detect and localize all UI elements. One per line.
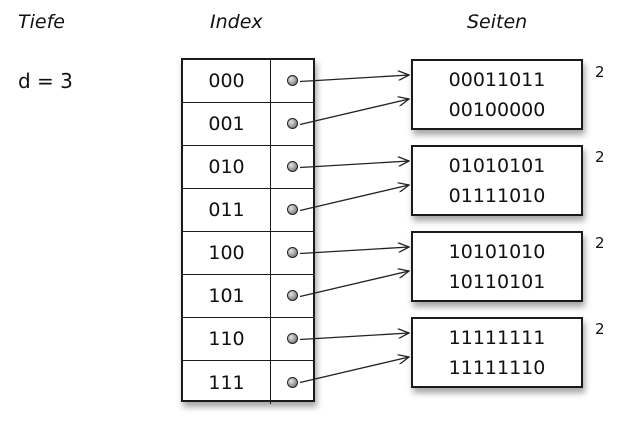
pointer-arrow: [299, 75, 409, 83]
pointer-arrow: [299, 185, 409, 212]
page-box: 01010101 01111010: [411, 145, 583, 216]
index-row: 010: [183, 146, 313, 189]
index-key: 000: [183, 60, 271, 102]
pointer-arrow: [299, 357, 409, 384]
index-key: 011: [183, 189, 271, 231]
page-box: 10101010 10110101: [411, 231, 583, 302]
pointer-arrow: [299, 247, 409, 255]
index-key: 111: [183, 361, 271, 404]
header-tiefe: Tiefe: [18, 11, 65, 33]
header-seiten: Seiten: [467, 11, 528, 33]
pointer-dot: [287, 333, 298, 344]
index-row: 110: [183, 318, 313, 361]
index-row: 101: [183, 275, 313, 318]
index-row: 001: [183, 103, 313, 146]
pointer-dot: [287, 290, 298, 301]
header-index: Index: [210, 11, 263, 33]
local-depth-label: 2: [595, 63, 605, 81]
page-entry: 00100000: [448, 98, 546, 121]
page-entry: 10110101: [448, 270, 546, 293]
local-depth-label: 2: [595, 234, 605, 252]
pointer-dot: [287, 161, 298, 172]
index-row: 100: [183, 232, 313, 275]
index-row: 011: [183, 189, 313, 232]
page-box: 11111111 11111110: [411, 317, 583, 388]
pointer-arrow: [299, 99, 409, 126]
index-row: 111: [183, 361, 313, 404]
pointer-dot: [287, 118, 298, 129]
page-entry: 10101010: [448, 240, 546, 263]
index-table: 000 001 010 011 100 101 110 111: [181, 58, 315, 404]
page-box: 00011011 00100000: [411, 59, 583, 130]
index-key: 010: [183, 146, 271, 188]
page-entry: 00011011: [448, 68, 546, 91]
local-depth-label: 2: [595, 320, 605, 338]
global-depth: d = 3: [18, 69, 73, 93]
pointer-arrow: [299, 161, 409, 169]
index-row: 000: [183, 60, 313, 103]
page-entry: 11111110: [448, 356, 546, 379]
index-key: 100: [183, 232, 271, 274]
page-entry: 01111010: [448, 184, 546, 207]
pointer-dot: [287, 75, 298, 86]
index-key: 110: [183, 318, 271, 360]
pointer-arrow: [299, 271, 409, 298]
pointer-dot: [287, 376, 298, 388]
pointer-dot: [287, 247, 298, 258]
pointer-dot: [287, 204, 298, 215]
pointer-arrow: [299, 333, 409, 341]
local-depth-label: 2: [595, 148, 605, 166]
page-entry: 11111111: [448, 326, 546, 349]
page-entry: 01010101: [448, 154, 546, 177]
index-key: 101: [183, 275, 271, 317]
index-key: 001: [183, 103, 271, 145]
